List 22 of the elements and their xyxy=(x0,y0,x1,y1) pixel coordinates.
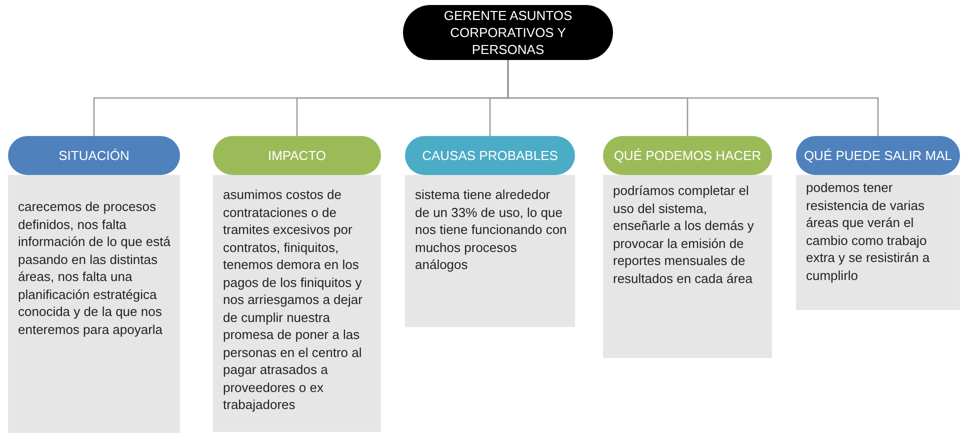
description-text: asumimos costos de contrataciones o de tramites excesivos por contratos, finiquitos, tenemos demora en los pagos de los finiquitos y nos arriesgamos a dejar de cumplir nuestra promesa de poner a las personas en el centro al pagar atrasados a proveedores o ex trabajadores xyxy=(223,186,364,414)
description-panel xyxy=(405,175,575,327)
title-label: GERENTE ASUNTOS CORPORATIVOS Y PERSONAS xyxy=(442,7,574,58)
category-header xyxy=(213,136,381,175)
header-label: CAUSAS PROBABLES xyxy=(422,148,558,163)
header-label: QUÉ PUEDE SALIR MAL xyxy=(804,148,952,163)
description-text: sistema tiene alrededor de un 33% de uso, lo que nos tiene funcionando con muchos procesos análogos xyxy=(415,186,567,274)
description-text: carecemos de procesos definidos, nos falta información de lo que está pasando en las distintas áreas, nos falta una planificación estratégica conocida y de la que nos enteremos para apoyarla xyxy=(18,198,172,338)
description-text: podríamos completar el uso del sistema, enseñarle a los demás y provocar la emisión de reportes mensuales de resultados en cada área xyxy=(613,182,755,287)
header-label: QUÉ PODEMOS HACER xyxy=(614,148,762,163)
description-panel xyxy=(603,175,772,358)
category-header xyxy=(8,136,180,175)
description-panel xyxy=(796,175,960,310)
description-panel xyxy=(8,175,180,433)
header-label: IMPACTO xyxy=(268,148,326,163)
connector-line xyxy=(507,60,879,136)
description-text: podemos tener resistencia de varias áreas que verán el cambio como trabajo extra y se resistirán a cumplirlo xyxy=(806,179,931,284)
description-panel xyxy=(213,175,381,432)
header-label: SITUACIÓN xyxy=(58,148,130,163)
category-header xyxy=(603,136,772,175)
category-header xyxy=(796,136,960,175)
category-header xyxy=(405,136,575,175)
